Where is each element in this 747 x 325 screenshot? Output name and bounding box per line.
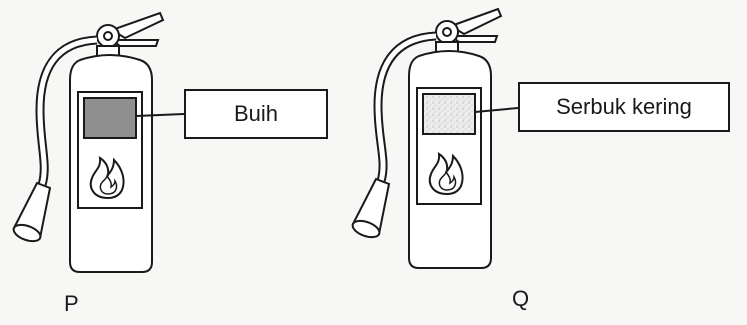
extinguisher-q-lever xyxy=(451,9,501,42)
extinguisher-q-agent-window xyxy=(423,94,475,134)
callout-agent-q: Serbuk kering xyxy=(518,82,730,132)
extinguisher-label-p: P xyxy=(64,291,79,317)
extinguisher-p-agent-window xyxy=(84,98,136,138)
callout-agent-q-text: Serbuk kering xyxy=(556,94,692,120)
extinguisher-p-lever xyxy=(112,13,163,46)
fire-extinguisher-q xyxy=(350,9,518,268)
callout-agent-p: Buih xyxy=(184,89,328,139)
extinguisher-label-q: Q xyxy=(512,286,529,312)
fire-extinguisher-p xyxy=(11,13,184,272)
callout-agent-p-text: Buih xyxy=(234,101,278,127)
